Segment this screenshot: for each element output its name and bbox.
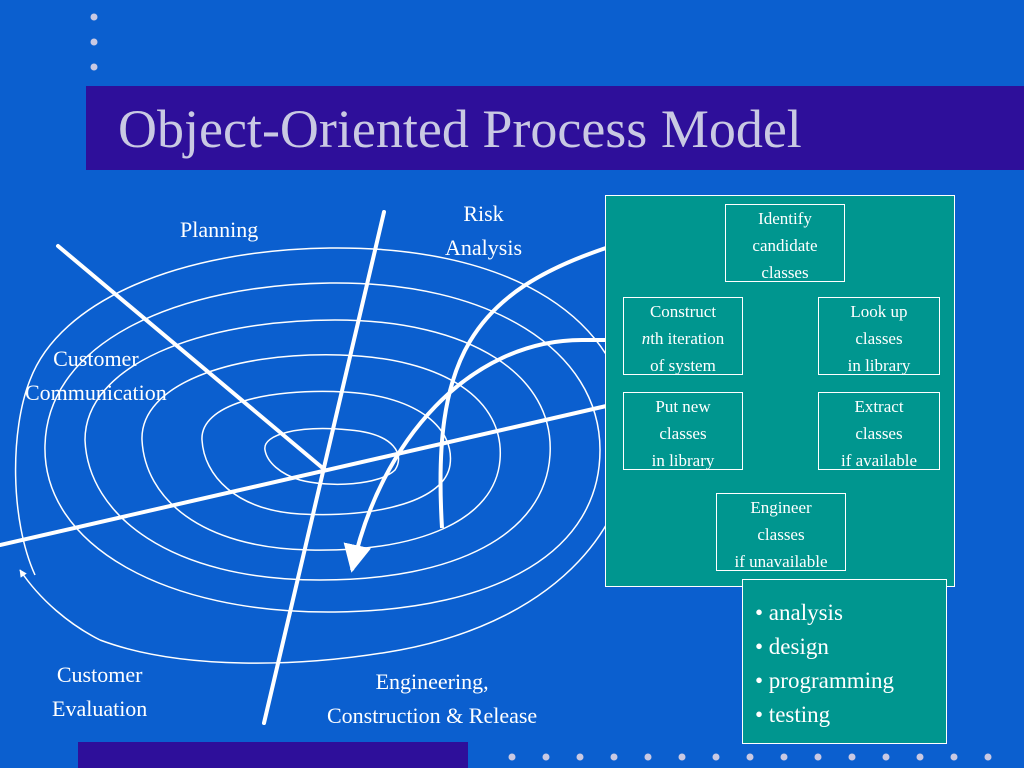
- label-engineering: Engineering, Construction & Release: [327, 669, 538, 728]
- node-construct-iteration: Construct nth iteration of system: [623, 297, 743, 375]
- node-lookup-classes: Look up classes in library: [818, 297, 940, 375]
- decorative-dots: [90, 13, 992, 761]
- label-planning: Planning: [180, 217, 259, 242]
- node-identify-classes: Identify candidate classes: [725, 204, 845, 282]
- feedback-arrow: [19, 569, 101, 641]
- node-put-new-classes: Put new classes in library: [623, 392, 743, 470]
- activity-item: • design: [755, 634, 829, 659]
- title-band: [86, 86, 1024, 170]
- risk-arrow-curve: [438, 225, 725, 529]
- bottom-band: [78, 742, 468, 768]
- label-customer-evaluation: Customer Evaluation: [52, 662, 148, 721]
- activities-box: • analysis • design • programming • test…: [742, 579, 947, 744]
- sector-lines: [0, 210, 617, 725]
- activity-item: • testing: [755, 702, 831, 727]
- spiral-rings: [14, 247, 632, 664]
- activity-item: • programming: [755, 668, 894, 693]
- label-risk-analysis: Risk Analysis: [445, 201, 522, 260]
- slide-title: Object-Oriented Process Model: [118, 99, 802, 159]
- activity-item: • analysis: [755, 600, 843, 625]
- label-customer-communication: Customer Communication: [25, 346, 167, 405]
- node-extract-classes: Extract classes if available: [818, 392, 940, 470]
- node-engineer-classes: Engineer classes if unavailable: [716, 493, 846, 571]
- italic-n: n: [641, 329, 651, 348]
- engineering-arrow-curve: [343, 338, 622, 573]
